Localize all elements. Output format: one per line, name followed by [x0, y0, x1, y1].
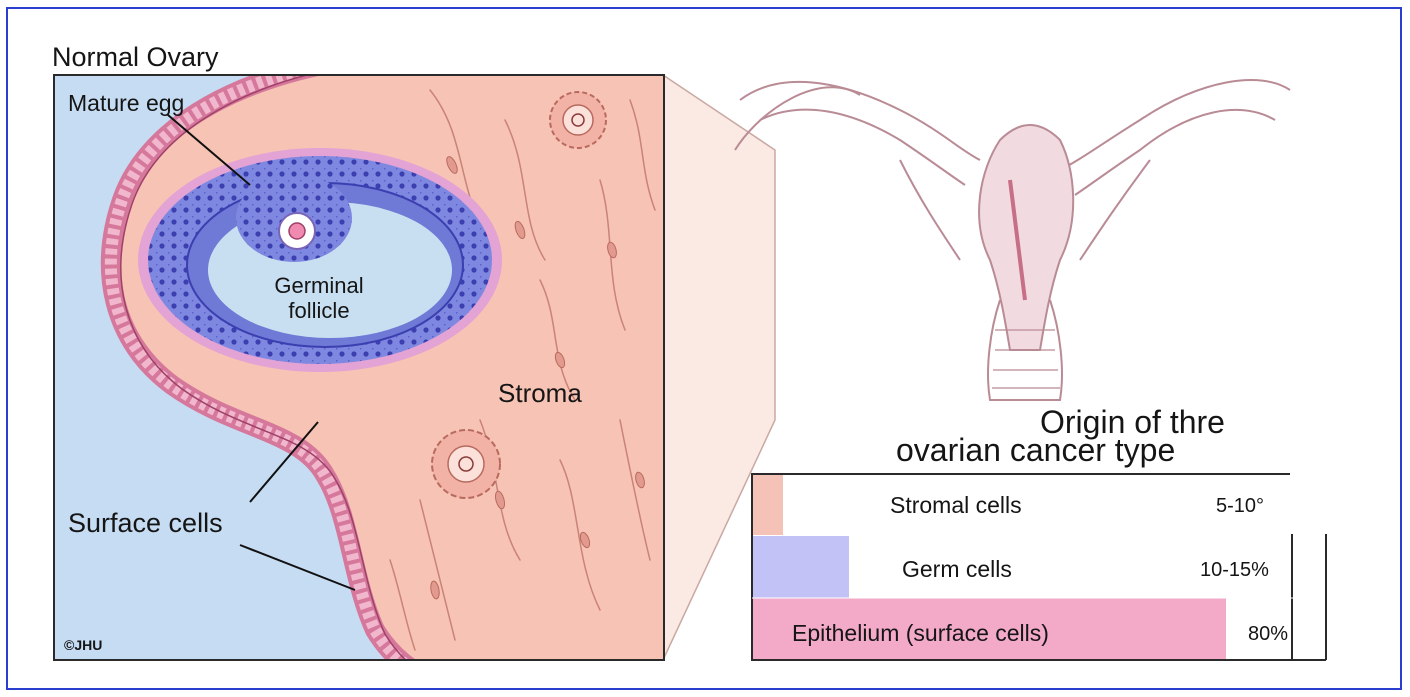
small-follicle-top: [550, 92, 606, 148]
mature-egg-label: Mature egg: [68, 92, 184, 115]
germ-bar: [753, 536, 849, 598]
stroma-label: Stroma: [498, 380, 582, 406]
copyright-label: ©JHU: [64, 638, 102, 652]
stromal-cells-label: Stromal cells: [890, 494, 1022, 517]
germinal-follicle-label-line2: follicle: [244, 300, 394, 322]
surface-cells-label: Surface cells: [68, 510, 223, 537]
epithelium-label: Epithelium (surface cells): [792, 622, 1049, 645]
germ-cells-percent: 10-15%: [1200, 560, 1269, 580]
small-follicle-bottom: [432, 430, 500, 498]
cropped-edge: [1290, 404, 1400, 534]
germinal-follicle: [138, 148, 502, 372]
germinal-follicle-label-line1: Germinal: [244, 275, 394, 297]
uterus-illustration: [735, 80, 1290, 400]
germ-cells-label: Germ cells: [902, 558, 1012, 581]
stromal-bar: [753, 475, 783, 535]
diagram-title: Normal Ovary: [52, 44, 219, 71]
epithelium-percent: 80%: [1248, 624, 1288, 644]
stromal-cells-percent: 5-10°: [1216, 496, 1264, 516]
origin-heading-line2: ovarian cancer type: [896, 434, 1175, 466]
